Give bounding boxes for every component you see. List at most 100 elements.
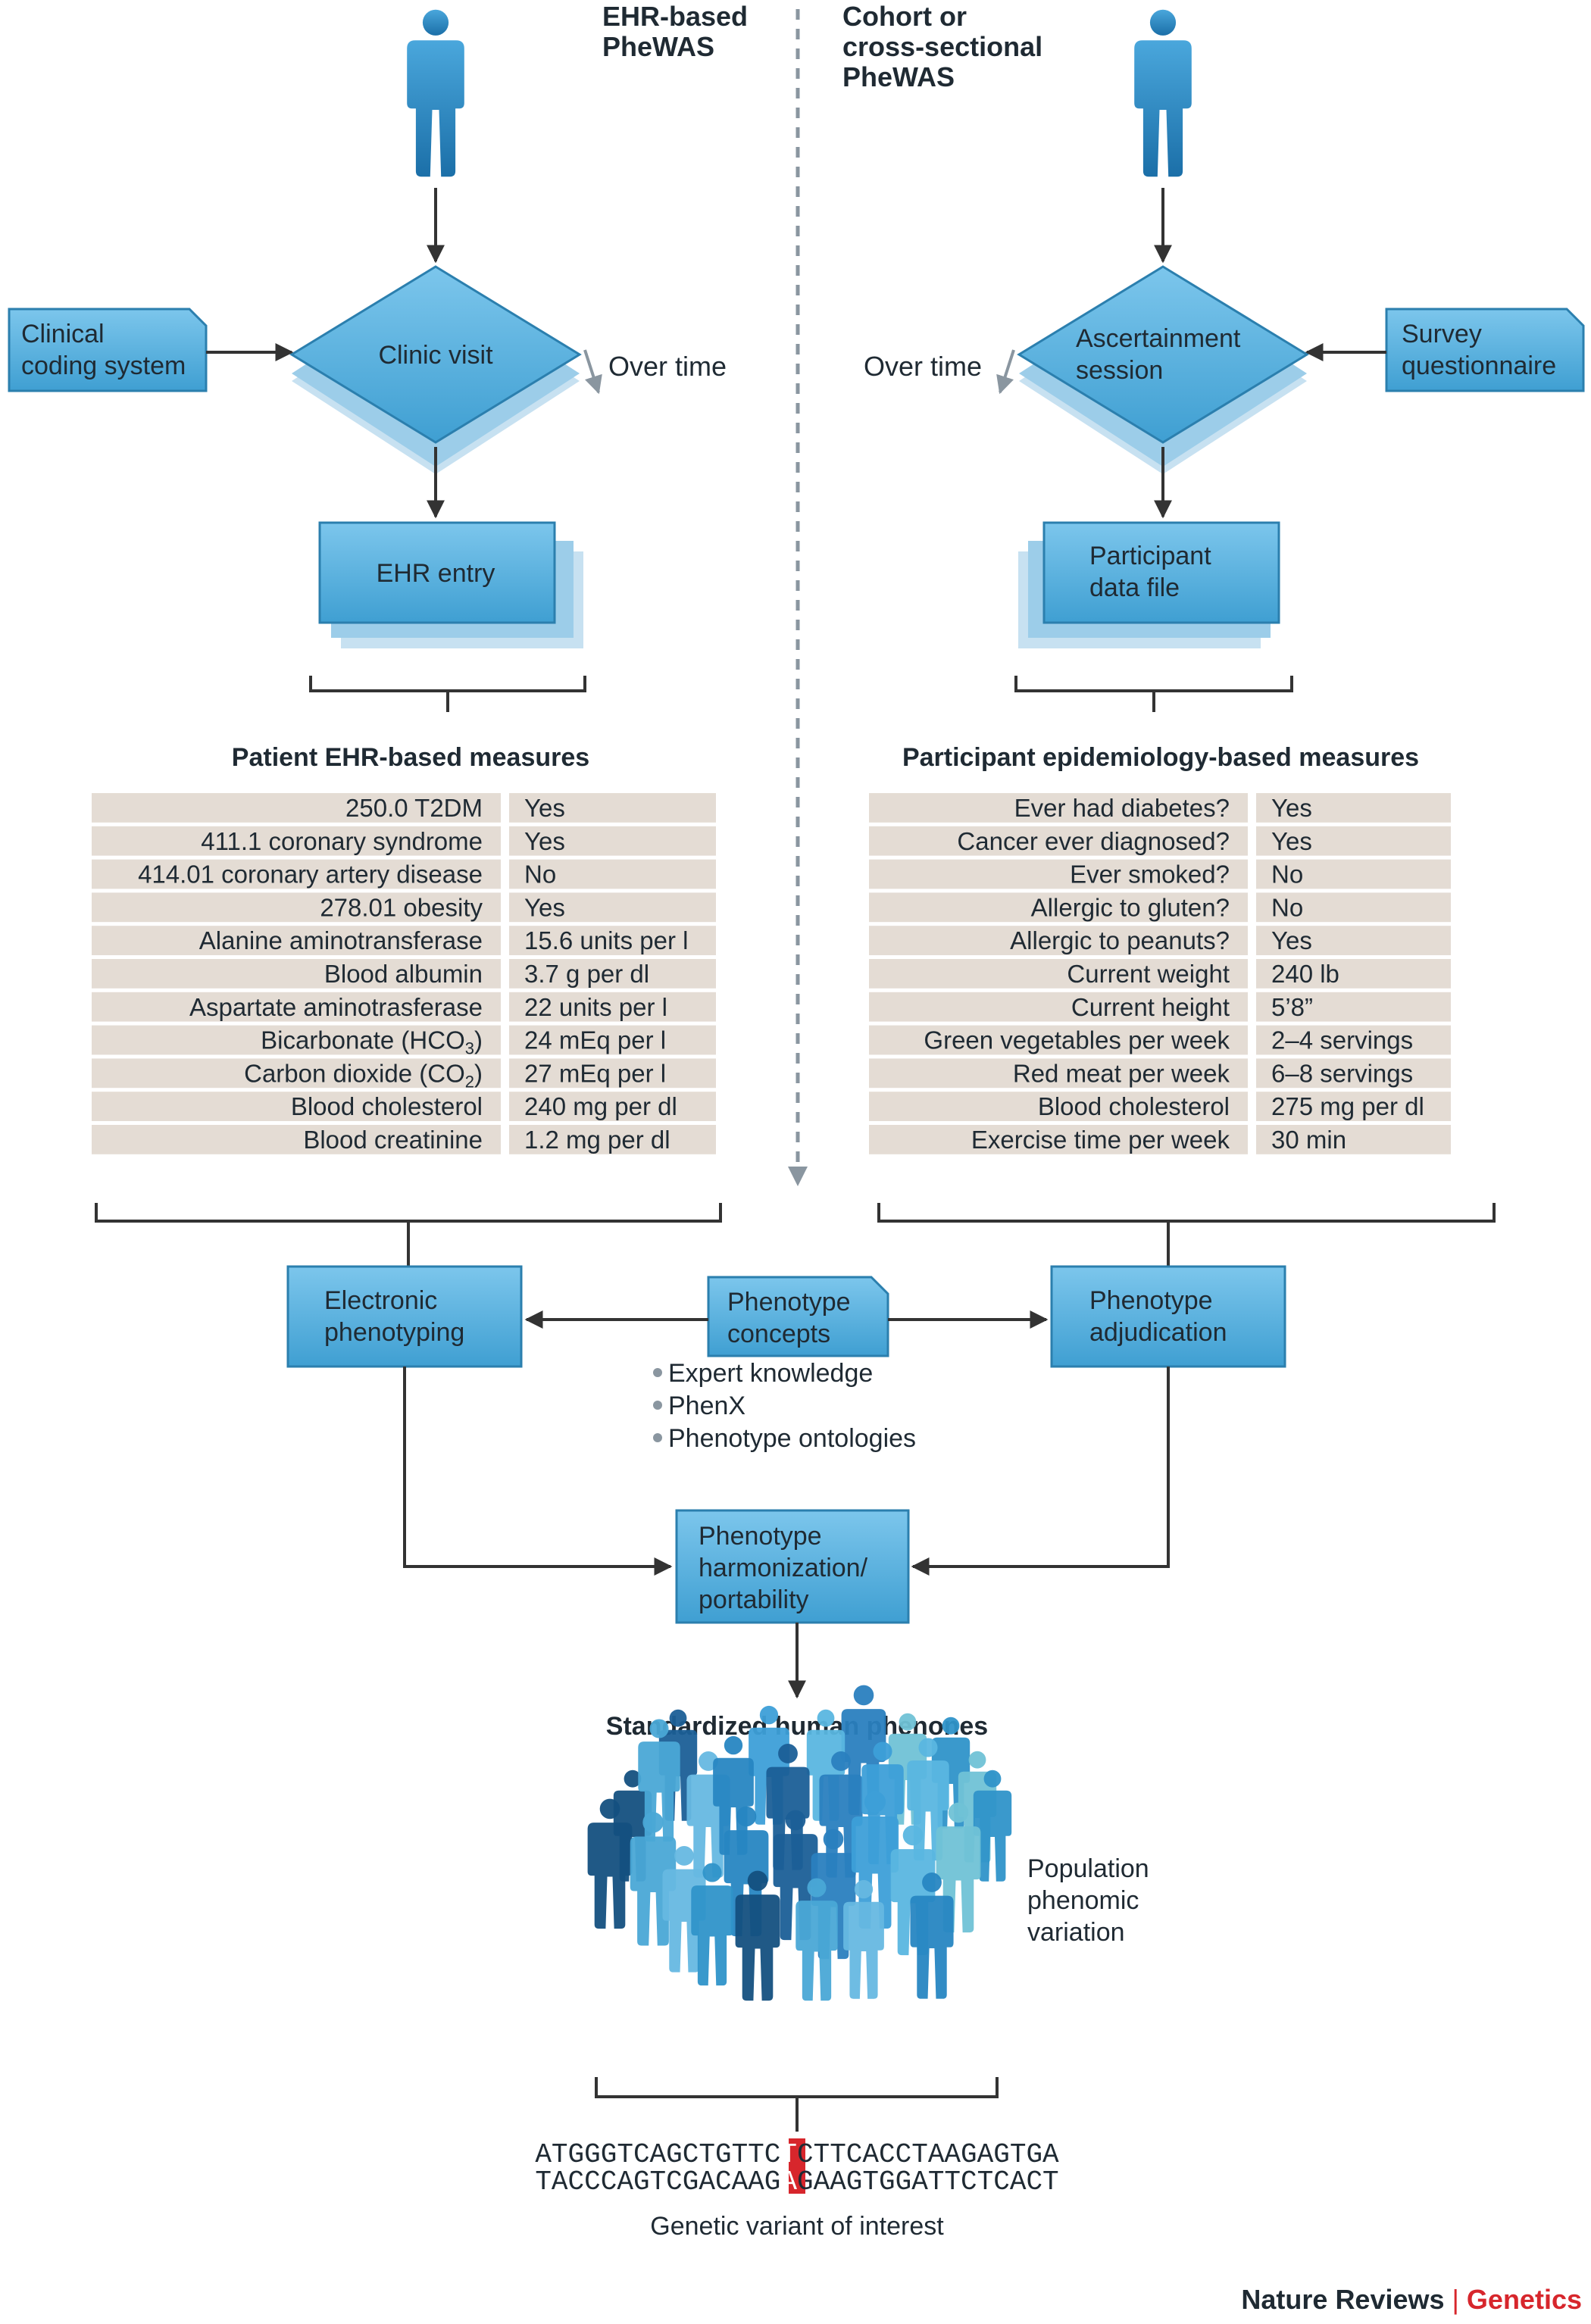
ehr-value-cell (509, 1125, 716, 1154)
epi-value-cell (1256, 859, 1451, 889)
survey-questionnaire-box (1385, 308, 1585, 392)
ehr-label-cell (92, 1058, 501, 1089)
variant-highlight-top (789, 2138, 805, 2166)
epi-value-cell (1256, 1092, 1451, 1121)
ehr-value-cell (509, 892, 716, 923)
ehr-measure-value: 24 mEq per l (524, 1026, 666, 1054)
left-header-line-2: PheWAS (602, 31, 714, 62)
ehr-value-cell (509, 1058, 716, 1089)
ehr-value-cell (509, 1025, 716, 1055)
session-line-1: Ascertainment (1076, 324, 1241, 353)
ehr-label-cell (92, 926, 501, 955)
epi-label-cell (869, 892, 1248, 923)
adjudication-line-2: adjudication (1089, 1318, 1227, 1347)
ehr-entry-label: EHR entry (377, 559, 495, 588)
clinical-coding-system-box (8, 308, 208, 392)
ehr-measure-value: Yes (524, 893, 565, 921)
clinical-coding-system-line-2: coding system (21, 351, 186, 380)
epi-label-cell (869, 1092, 1248, 1121)
epi-measure-value: 30 min (1271, 1126, 1346, 1154)
line-electronic-to-harmonization (403, 1367, 673, 1576)
ehr-measure-label: 250.0 T2DM (345, 794, 483, 822)
crowd-bracket (595, 2077, 999, 2132)
ehr-label-cell (92, 859, 501, 889)
right-measures-title: Participant epidemiology-based measures (902, 743, 1419, 772)
epi-value-cell (1256, 1058, 1451, 1089)
epi-measure-value: 275 mg per dl (1271, 1092, 1424, 1120)
right-header-line-2: cross-sectional (842, 31, 1042, 62)
ehr-entry-box (318, 521, 556, 624)
ehr-value-cell (509, 859, 716, 889)
data-file-line-1: Participant (1089, 542, 1211, 570)
variant-top-base: T (780, 2139, 797, 2170)
line-adjudication-to-harmonization (911, 1367, 1170, 1576)
ehr-measure-label: 278.01 obesity (320, 893, 483, 921)
harmonization-line-3: portability (699, 1585, 809, 1614)
ehr-measure-value: Yes (524, 794, 565, 822)
ehr-measure-label: 411.1 coronary syndrome (201, 827, 483, 855)
epi-value-cell (1256, 892, 1451, 923)
electronic-phenotyping-line-1: Electronic (324, 1286, 437, 1315)
population-line-1: Population (1027, 1854, 1149, 1883)
ehr-label-cell (92, 959, 501, 989)
harmonization-line-2: harmonization/ (699, 1554, 868, 1582)
epi-measure-value: No (1271, 861, 1303, 889)
concepts-line-2: concepts (727, 1320, 830, 1348)
left-entry-bracket (309, 676, 586, 712)
phenotype-adjudication-box (1050, 1265, 1286, 1368)
ehr-value-cell (509, 959, 716, 989)
variant-caption: Genetic variant of interest (650, 2212, 944, 2241)
dna-bottom-strand: TACCCAGTCGACAAGAGAAGTGGATTCTCACT (535, 2166, 1058, 2197)
ehr-measure-value: No (524, 861, 556, 889)
phenotype-concepts-box (707, 1276, 889, 1357)
left-table-bracket (95, 1203, 722, 1267)
epi-measure-value: 240 lb (1271, 960, 1339, 988)
ehr-measure-label: Carbon dioxide (CO2) (244, 1059, 483, 1091)
epi-measure-label: Allergic to peanuts? (1010, 926, 1230, 954)
ehr-measure-value: 3.7 g per dl (524, 960, 649, 988)
epi-label-cell (869, 1025, 1248, 1055)
ehr-value-cell (509, 992, 716, 1022)
ehr-measure-label: Blood creatinine (303, 1126, 483, 1154)
survey-questionnaire-line-2: questionnaire (1402, 351, 1556, 380)
variant-bottom-base: A (780, 2166, 797, 2197)
epi-value-cell (1256, 959, 1451, 989)
epi-measure-label: Ever had diabetes? (1014, 794, 1230, 822)
epi-label-cell (869, 859, 1248, 889)
right-over-time-arrow (996, 349, 1015, 395)
epi-measure-label: Blood cholesterol (1038, 1092, 1230, 1120)
epi-value-cell (1256, 793, 1451, 823)
epi-measure-value: 2–4 servings (1271, 1026, 1413, 1054)
clinic-visit-diamond (289, 265, 582, 444)
survey-questionnaire-line-1: Survey (1402, 320, 1482, 348)
epi-measure-label: Current weight (1067, 960, 1230, 988)
ehr-label-cell (92, 826, 501, 856)
epi-measure-value: Yes (1271, 926, 1312, 954)
bullet-expert-knowledge: Expert knowledge (668, 1359, 873, 1388)
ehr-measure-label: Bicarbonate (HCO3) (261, 1026, 483, 1058)
ascertainment-session-diamond (1017, 265, 1309, 444)
ehr-label-cell (92, 1092, 501, 1121)
harmonization-box (675, 1509, 910, 1624)
ehr-measure-label: Blood albumin (324, 960, 483, 988)
left-patient-icon (407, 9, 464, 177)
epi-value-cell (1256, 1025, 1451, 1055)
concepts-bullets: Expert knowledge PhenX Phenotype ontolog… (653, 1359, 916, 1453)
epi-label-cell (869, 1125, 1248, 1154)
epi-label-cell (869, 826, 1248, 856)
electronic-phenotyping-line-2: phenotyping (324, 1318, 464, 1347)
right-header-line-3: PheWAS (842, 61, 955, 92)
ehr-label-cell (92, 892, 501, 923)
ehr-measure-label: Aspartate aminotrasferase (189, 993, 483, 1021)
right-participant-icon (1134, 9, 1192, 177)
epi-measure-value: Yes (1271, 827, 1312, 855)
left-header-line-1: EHR-based (602, 1, 748, 32)
ehr-measure-value: 27 mEq per l (524, 1059, 666, 1087)
epi-label-cell (869, 992, 1248, 1022)
right-header-line-1: Cohort or (842, 1, 967, 32)
population-line-3: variation (1027, 1918, 1125, 1947)
epi-measure-value: 5’8” (1271, 993, 1313, 1021)
ehr-value-cell (509, 826, 716, 856)
ehr-measure-value: 15.6 units per l (524, 926, 688, 954)
